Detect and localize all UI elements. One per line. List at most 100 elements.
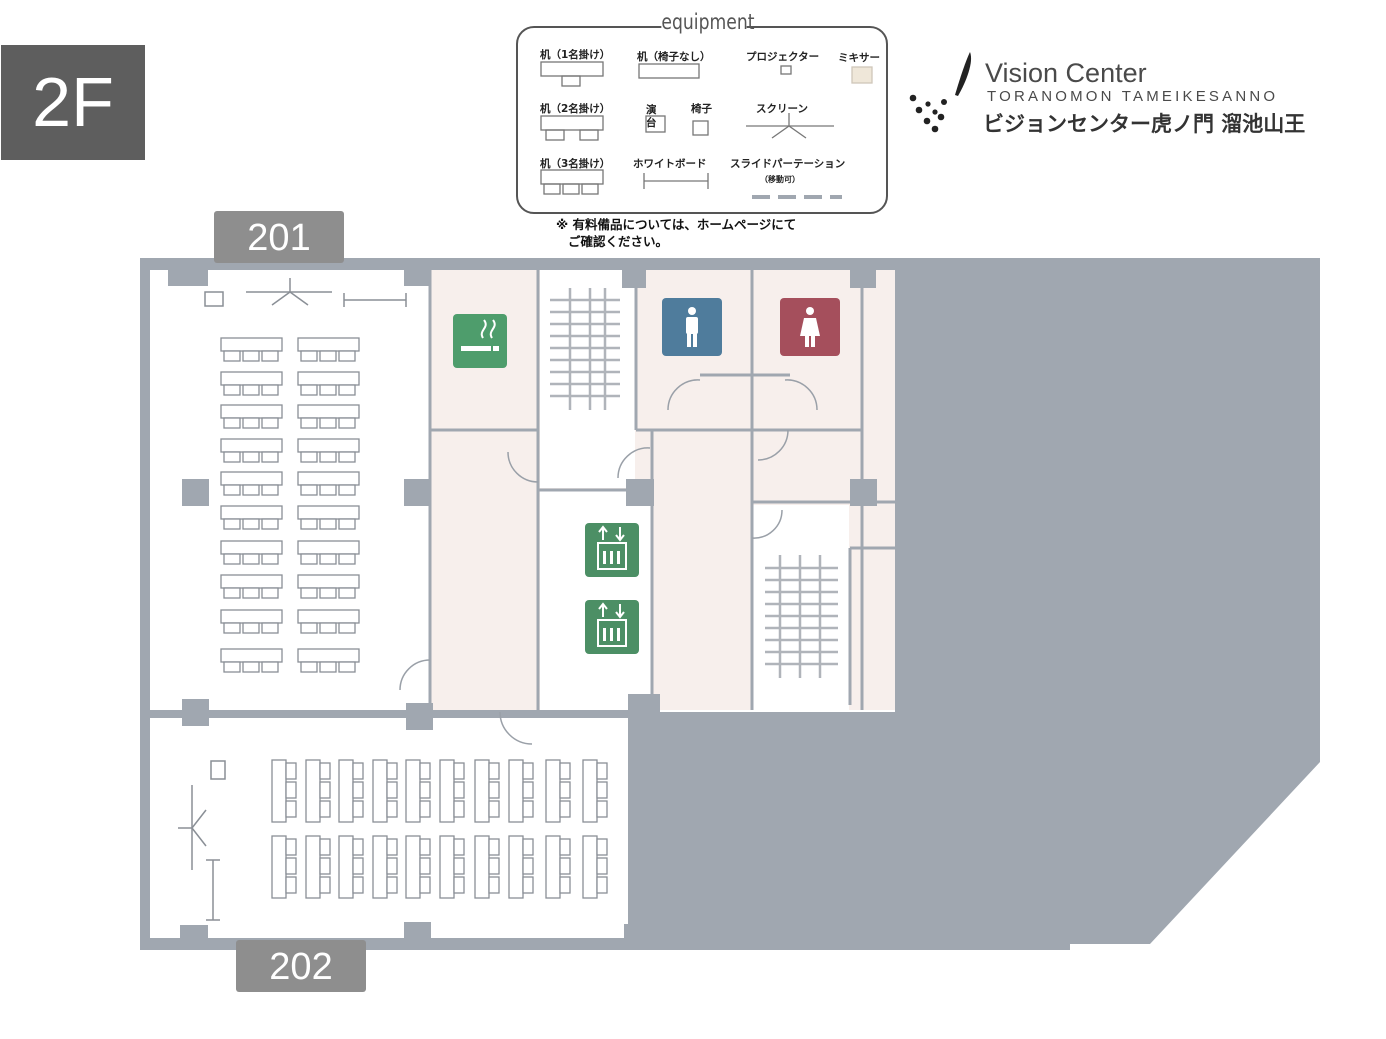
chair xyxy=(223,417,241,429)
legend-whiteboard-label: ホワイトボード xyxy=(633,158,707,170)
legend-desk2-label: 机（2名掛け） xyxy=(540,103,611,115)
room-202-front-equipment xyxy=(178,760,226,921)
legend-symbols xyxy=(540,61,873,195)
chair xyxy=(285,857,297,875)
chair xyxy=(338,451,356,463)
paid-equipment-note: ※ 有料備品については、ホームページにて ご確認ください。 xyxy=(556,216,796,250)
chair xyxy=(522,857,534,875)
chair xyxy=(386,800,398,818)
desk xyxy=(372,759,388,823)
chair xyxy=(596,781,608,799)
room-label-201[interactable]: 201 xyxy=(214,211,344,263)
chair xyxy=(319,857,331,875)
chair xyxy=(319,800,331,818)
chair xyxy=(242,350,260,362)
floor-badge: 2F xyxy=(1,45,145,160)
desk xyxy=(508,835,524,899)
chair xyxy=(352,781,364,799)
chair xyxy=(285,762,297,780)
desk xyxy=(338,759,354,823)
structural-columns xyxy=(168,260,877,950)
chair xyxy=(522,838,534,856)
chair xyxy=(261,553,279,565)
chair xyxy=(352,800,364,818)
chair xyxy=(338,587,356,599)
desk xyxy=(474,835,490,899)
desk xyxy=(220,574,283,589)
chair xyxy=(300,484,318,496)
room-label-202[interactable]: 202 xyxy=(236,940,366,992)
desk xyxy=(297,505,360,520)
chair xyxy=(386,762,398,780)
building-shell xyxy=(140,258,1320,950)
chair xyxy=(300,622,318,634)
chair xyxy=(300,661,318,673)
chair xyxy=(453,857,465,875)
elevator-icon xyxy=(585,523,639,577)
chair xyxy=(300,587,318,599)
vision-center-logo-icon xyxy=(909,52,972,133)
chair xyxy=(285,781,297,799)
chair xyxy=(223,661,241,673)
chair xyxy=(319,622,337,634)
chair xyxy=(338,553,356,565)
chair xyxy=(242,553,260,565)
chair xyxy=(300,417,318,429)
chair xyxy=(319,587,337,599)
desk xyxy=(297,609,360,624)
chair xyxy=(488,800,500,818)
desk xyxy=(439,759,455,823)
chair xyxy=(300,350,318,362)
chair xyxy=(419,800,431,818)
chair xyxy=(242,384,260,396)
chair xyxy=(319,553,337,565)
chair xyxy=(453,876,465,894)
chair xyxy=(522,762,534,780)
chair xyxy=(319,838,331,856)
chair xyxy=(596,876,608,894)
legend-projector-label: プロジェクター xyxy=(746,51,820,63)
desk xyxy=(305,759,321,823)
chair xyxy=(319,451,337,463)
chair xyxy=(352,762,364,780)
women-restroom-icon xyxy=(780,298,840,356)
desk xyxy=(220,337,283,352)
desk xyxy=(220,609,283,624)
chair xyxy=(596,800,608,818)
chair xyxy=(338,417,356,429)
desk xyxy=(545,835,561,899)
desk xyxy=(474,759,490,823)
desk xyxy=(220,505,283,520)
legend-chair-label: 椅子 xyxy=(691,103,712,115)
chair xyxy=(285,800,297,818)
stairs-icon xyxy=(550,288,838,678)
chair xyxy=(261,384,279,396)
chair xyxy=(488,762,500,780)
chair xyxy=(319,781,331,799)
chair xyxy=(261,451,279,463)
desk xyxy=(220,540,283,555)
room-202-desk-layout xyxy=(271,759,608,899)
legend-partition-label: スライドパーテーション xyxy=(730,158,846,170)
legend-mixer-label: ミキサー xyxy=(838,52,880,64)
brand-name-jp: ビジョンセンター虎ノ門 溜池山王 xyxy=(983,112,1306,136)
room-201-front-equipment xyxy=(204,278,407,307)
chair xyxy=(419,857,431,875)
chair xyxy=(386,857,398,875)
chair xyxy=(453,838,465,856)
desk xyxy=(545,759,561,823)
chair xyxy=(223,587,241,599)
chair xyxy=(453,762,465,780)
chair xyxy=(261,518,279,530)
chair xyxy=(261,350,279,362)
chair xyxy=(338,622,356,634)
chair xyxy=(261,484,279,496)
chair xyxy=(386,876,398,894)
chair xyxy=(453,800,465,818)
chair xyxy=(319,350,337,362)
chair xyxy=(559,838,571,856)
desk xyxy=(220,648,283,663)
chair xyxy=(223,518,241,530)
chair xyxy=(419,781,431,799)
elevator-icon xyxy=(585,600,639,654)
